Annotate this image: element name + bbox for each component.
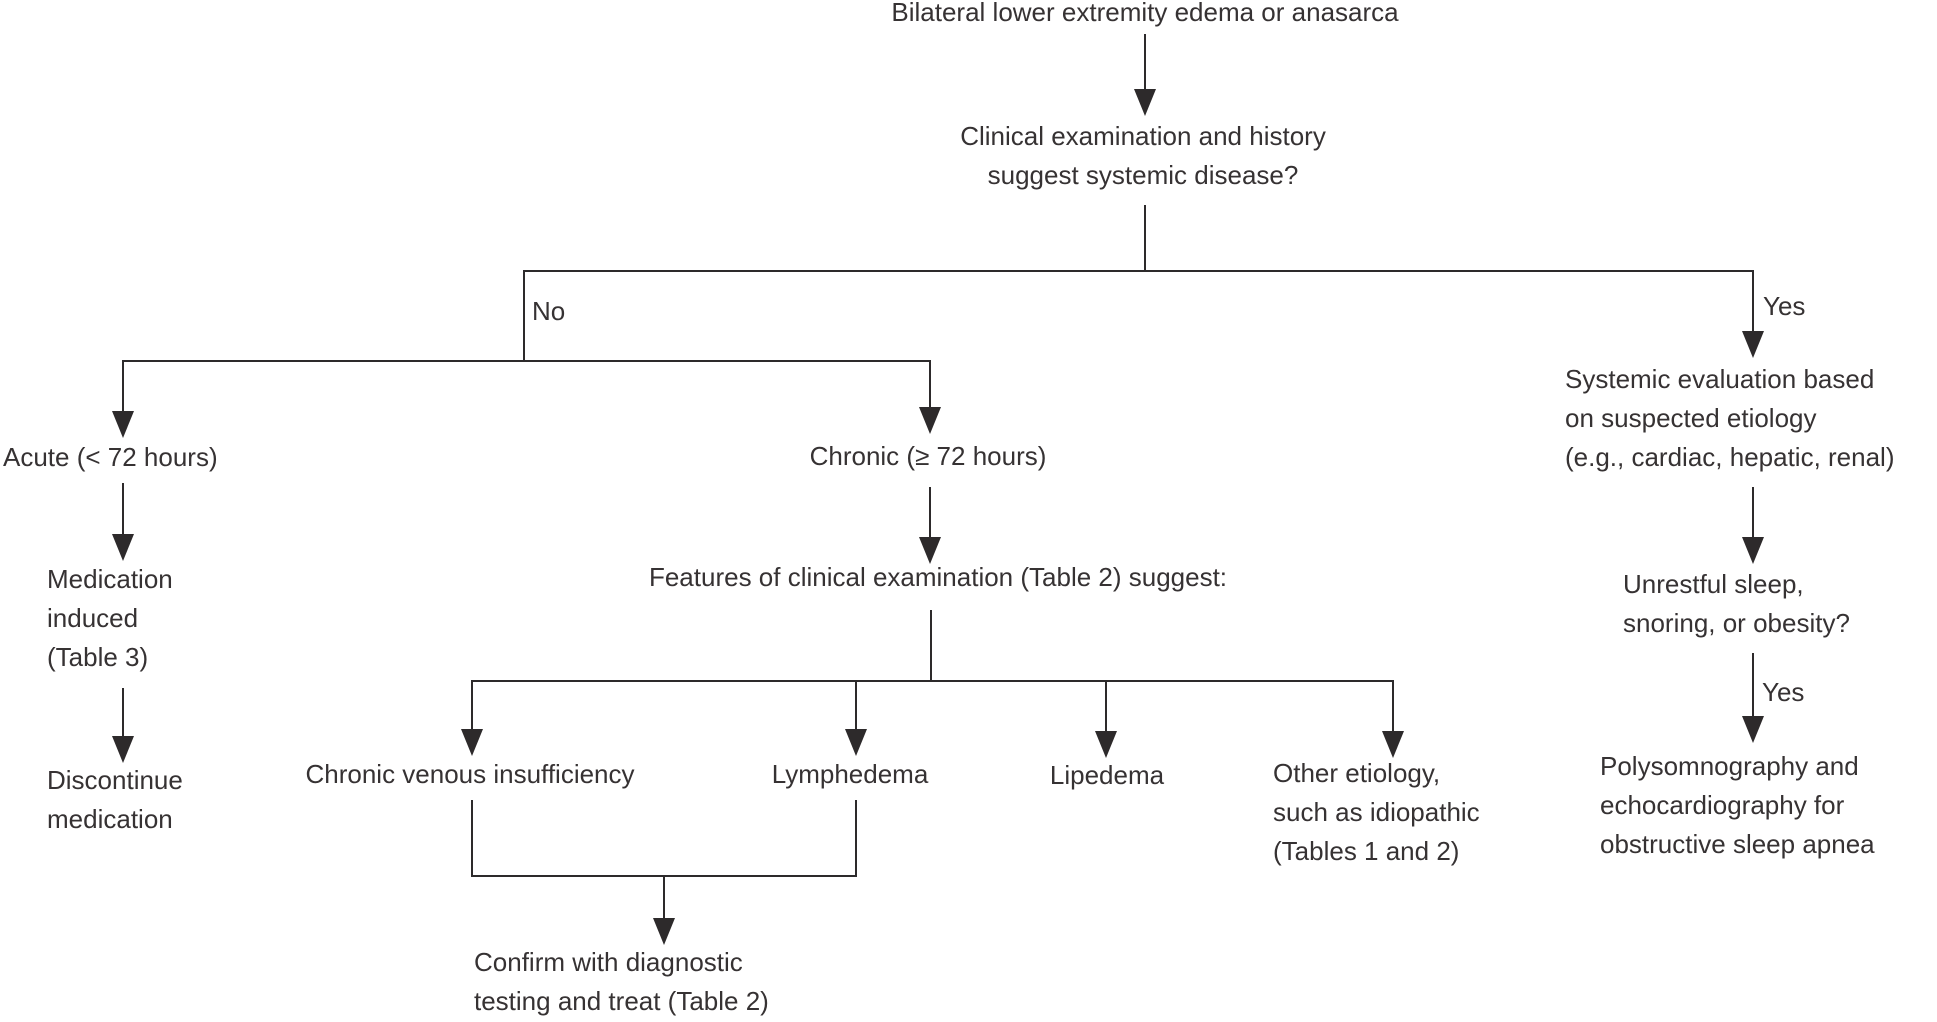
node-lymphedema: Lymphedema	[771, 759, 929, 789]
label-yes: Yes	[1763, 291, 1806, 321]
arrowhead-to-cvi	[461, 729, 483, 756]
arrowhead-to-acute	[112, 411, 134, 438]
arrowhead-to-lipedema	[1095, 731, 1117, 758]
node-lipedema: Lipedema	[1049, 760, 1165, 790]
connector-merge-to-confirm	[663, 875, 665, 919]
connector-to-chronic	[929, 360, 931, 408]
node-features: Features of clinical examination (Table …	[648, 562, 1228, 592]
connector-acute-to-medication	[122, 483, 124, 535]
arrowhead-merge-to-confirm	[653, 918, 675, 945]
node-systemic-evaluation: Systemic evaluation based on suspected e…	[1565, 364, 1895, 472]
connector-lymphedema-merge	[855, 800, 857, 877]
connector-cvi-merge	[471, 800, 473, 877]
label-no: No	[532, 296, 566, 326]
arrowhead-sleep-to-polysomnography	[1742, 716, 1764, 743]
arrowhead-acute-to-medication	[112, 534, 134, 561]
label-yes-sleep: Yes	[1762, 677, 1805, 707]
node-other-etiology: Other etiology, such as idiopathic (Tabl…	[1273, 758, 1480, 866]
node-sleep-question: Unrestful sleep, snoring, or obesity?	[1623, 569, 1850, 638]
connector-question-stub	[1144, 205, 1146, 272]
connector-to-other-etiology	[1392, 680, 1394, 732]
connector-systemic-to-sleep	[1752, 487, 1754, 538]
branch-line-etiology	[471, 680, 1394, 682]
node-chronic-venous-insufficiency: Chronic venous insufficiency	[305, 759, 635, 789]
connector-features-stub	[930, 610, 932, 682]
node-chronic: Chronic (≥ 72 hours)	[809, 441, 1047, 471]
arrowhead-to-chronic	[919, 407, 941, 434]
connector-medication-to-discontinue	[122, 688, 124, 737]
branch-line-systemic	[523, 270, 1754, 272]
node-systemic-question: Clinical examination and history suggest…	[960, 121, 1326, 190]
arrowhead-medication-to-discontinue	[112, 736, 134, 763]
connector-to-lipedema	[1105, 680, 1107, 732]
node-medication-induced: Medication induced (Table 3)	[47, 564, 173, 672]
connector-yes-drop	[1752, 270, 1754, 332]
node-acute: Acute (< 72 hours)	[3, 442, 218, 472]
arrowhead-to-lymphedema	[845, 729, 867, 756]
connector-chronic-to-features	[929, 487, 931, 538]
connector-sleep-to-polysomnography	[1752, 653, 1754, 717]
arrowhead-systemic-to-sleep	[1742, 537, 1764, 564]
node-confirm-treat: Confirm with diagnostic testing and trea…	[474, 947, 769, 1016]
connector-root-to-question	[1144, 34, 1146, 90]
node-root: Bilateral lower extremity edema or anasa…	[891, 0, 1399, 27]
connector-to-acute	[122, 360, 124, 412]
connector-to-cvi	[471, 680, 473, 730]
branch-line-duration	[122, 360, 931, 362]
arrowhead-root-to-question	[1134, 89, 1156, 116]
connector-no-drop	[523, 270, 525, 362]
arrowhead-chronic-to-features	[919, 537, 941, 564]
arrowhead-to-other-etiology	[1382, 731, 1404, 758]
node-discontinue-medication: Discontinue medication	[47, 765, 183, 834]
node-polysomnography: Polysomnography and echocardiography for…	[1600, 751, 1875, 859]
connector-to-lymphedema	[855, 680, 857, 730]
arrowhead-to-systemic-evaluation	[1742, 331, 1764, 358]
